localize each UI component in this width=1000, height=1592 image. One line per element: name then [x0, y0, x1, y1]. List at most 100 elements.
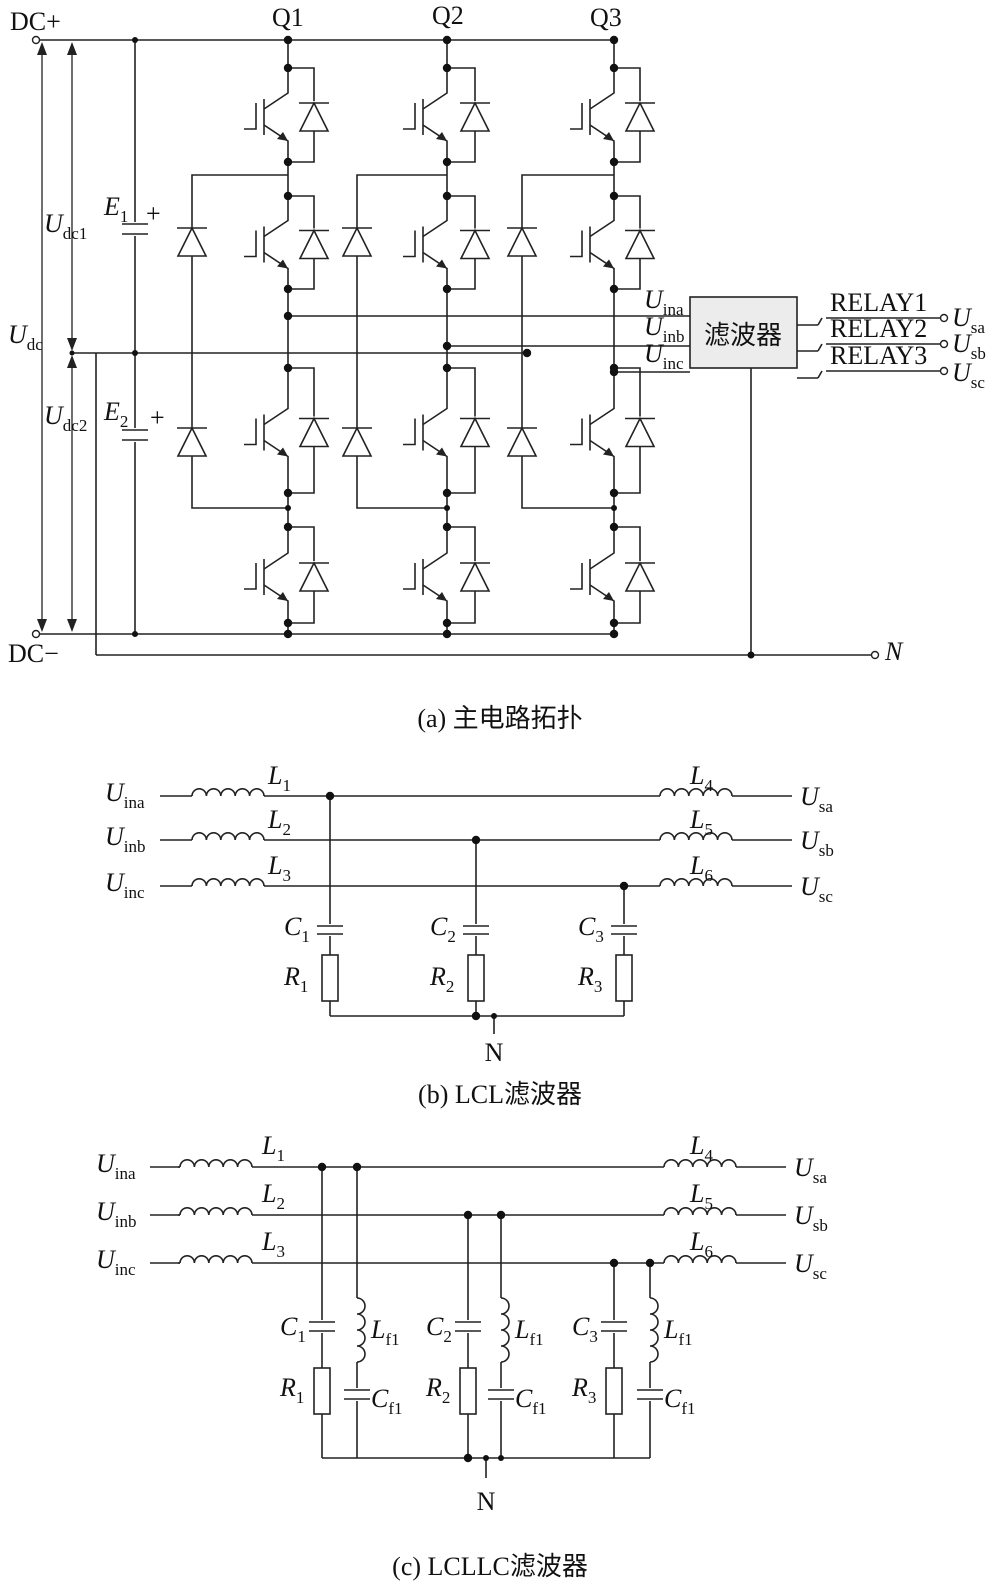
igbt-leg3-s4-arrow: [603, 592, 614, 601]
clamp-diode-upper-leg1: [176, 226, 208, 257]
l-out-label-b-2-sub: 5: [704, 820, 713, 839]
freewheel-diode-leg2-s2: [459, 228, 491, 260]
caption-a: (a) 主电路拓扑: [417, 704, 582, 733]
terminal-open-circle: [870, 650, 880, 660]
junction-dot: [285, 505, 291, 511]
us-label-c-2: Usb: [794, 1201, 828, 1235]
inductor-l6-c: [663, 1255, 737, 1264]
freewheel-diode-leg3-s4-body: [624, 561, 656, 592]
lf1-label-c-1: Lf1: [370, 1315, 400, 1349]
junction-dot: [611, 505, 617, 511]
l-in-label-c-3: L3: [261, 1227, 285, 1261]
uin-label-b-3: Uinc: [105, 868, 145, 902]
freewheel-wire: [614, 367, 641, 417]
terminal-open-circle: [31, 629, 41, 639]
igbt-leg3-s1: [570, 73, 615, 161]
junction-dot: [471, 1011, 481, 1021]
igbt-leg3-s1-arrow: [603, 132, 614, 141]
uin-label-b-1: Uina: [105, 778, 145, 812]
uin-label-c-3-main: U: [96, 1245, 117, 1274]
igbt-leg3-s4-gate: [570, 563, 583, 590]
l-in-label-c-2-main: L: [261, 1179, 276, 1208]
usb-label-a-sub: sb: [971, 344, 986, 363]
inductor-l5-c: [663, 1207, 737, 1216]
junction-dot: [283, 35, 293, 45]
junction-dot: [283, 629, 293, 639]
freewheel-wire: [447, 591, 476, 624]
igbt-leg2-s3-arrow: [436, 447, 447, 457]
igbt-leg2-s3: [403, 388, 448, 477]
junction-dot: [609, 367, 619, 377]
us-label-b-1-main: U: [800, 782, 821, 811]
freewheel-diode-leg2-s4: [459, 561, 491, 592]
junction-dot: [132, 350, 138, 356]
junction-dot: [442, 618, 452, 628]
igbt-leg3-s3-emitter: [589, 439, 615, 477]
l-in-label-b-2-main: L: [267, 805, 282, 834]
igbt-leg1-s2-arrow: [277, 259, 288, 269]
us-label-b-2: Usb: [800, 826, 834, 860]
igbt-leg2-s1-emitter: [422, 124, 448, 161]
uin-label-c-3: Uinc: [96, 1245, 136, 1279]
us-label-b-1: Usa: [800, 782, 833, 816]
c-label-b-2-sub: 2: [447, 927, 456, 946]
uin-label-b-3-main: U: [105, 868, 126, 897]
l-out-label-b-2: L5: [689, 805, 713, 839]
igbt-leg2-s2-collector: [422, 200, 448, 238]
l-in-label-c-1: L1: [261, 1131, 285, 1165]
freewheel-wire: [614, 591, 641, 624]
freewheel-diode-leg1-s1-body: [298, 101, 330, 132]
igbt-leg3-s1-emitter: [589, 124, 615, 161]
us-label-c-2-sub: sb: [813, 1216, 828, 1235]
l-in-label-b-1-main: L: [267, 761, 282, 790]
junction-dot: [283, 618, 293, 628]
clamp-wire: [356, 456, 447, 509]
junction-dot: [444, 505, 450, 511]
igbt-leg2-s2-arrow: [436, 259, 447, 269]
igbt-leg1-s4-arrow: [277, 592, 288, 601]
lf1-label-c-2-main: L: [514, 1315, 529, 1344]
freewheel-wire: [614, 131, 641, 163]
igbt-leg2-s4: [403, 533, 448, 621]
us-label-c-1: Usa: [794, 1153, 827, 1187]
uin-label-b-3-sub: inc: [124, 883, 145, 902]
lf1-label-c-3: Lf1: [663, 1315, 693, 1349]
clamp-wire: [521, 456, 614, 509]
r-label-c-3-sub: 3: [588, 1388, 597, 1407]
clamp-diode-lower-leg2-body: [341, 426, 373, 457]
l-in-label-b-2-sub: 2: [282, 820, 291, 839]
usb-label-a: Usb: [952, 329, 986, 363]
junction-dot: [442, 191, 452, 201]
igbt-leg1-s2-collector: [263, 200, 289, 238]
freewheel-diode-leg3-s2-body: [624, 228, 656, 260]
inductor-l1-b: [191, 788, 265, 797]
freewheel-diode-leg3-s2: [624, 228, 656, 260]
l-out-label-c-2: L5: [689, 1179, 713, 1213]
r-label-c-2-sub: 2: [442, 1388, 451, 1407]
junction-dot: [442, 157, 452, 167]
labels: 滤波器RELAY1RELAY2RELAY3DC+DC−NUdcUdc1Udc2E…: [8, 1, 986, 1581]
r-label-c-1-main: R: [279, 1373, 296, 1402]
junction-dot: [132, 37, 138, 43]
l-out-label-b-3-main: L: [689, 851, 704, 880]
udc-arrow-head: [37, 42, 47, 55]
e2-label: E2: [103, 397, 128, 431]
udc-label-main: U: [8, 320, 29, 349]
l-out-label-c-3: L6: [689, 1227, 713, 1261]
junction-dot: [325, 791, 335, 801]
uin-label-b-1-sub: ina: [124, 793, 145, 812]
freewheel-wire: [614, 67, 641, 101]
l-in-label-b-3-main: L: [267, 851, 282, 880]
igbt-leg1-s3: [244, 388, 289, 477]
l-in-label-b-1-sub: 1: [282, 776, 291, 795]
c-label-c-1: C1: [280, 1312, 306, 1346]
igbt-leg1-s4-collector: [263, 533, 289, 570]
c-label-b-3: C3: [578, 912, 604, 946]
c-label-c-2: C2: [426, 1312, 452, 1346]
igbt-leg2-s1-arrow: [436, 132, 447, 141]
l-out-label-c-1-main: L: [689, 1131, 704, 1160]
inductor-lf1-c-3: [649, 1297, 659, 1363]
freewheel-diode-leg1-s1: [298, 101, 330, 132]
junction-dot: [442, 35, 452, 45]
udc-label-sub: dc: [27, 335, 44, 354]
